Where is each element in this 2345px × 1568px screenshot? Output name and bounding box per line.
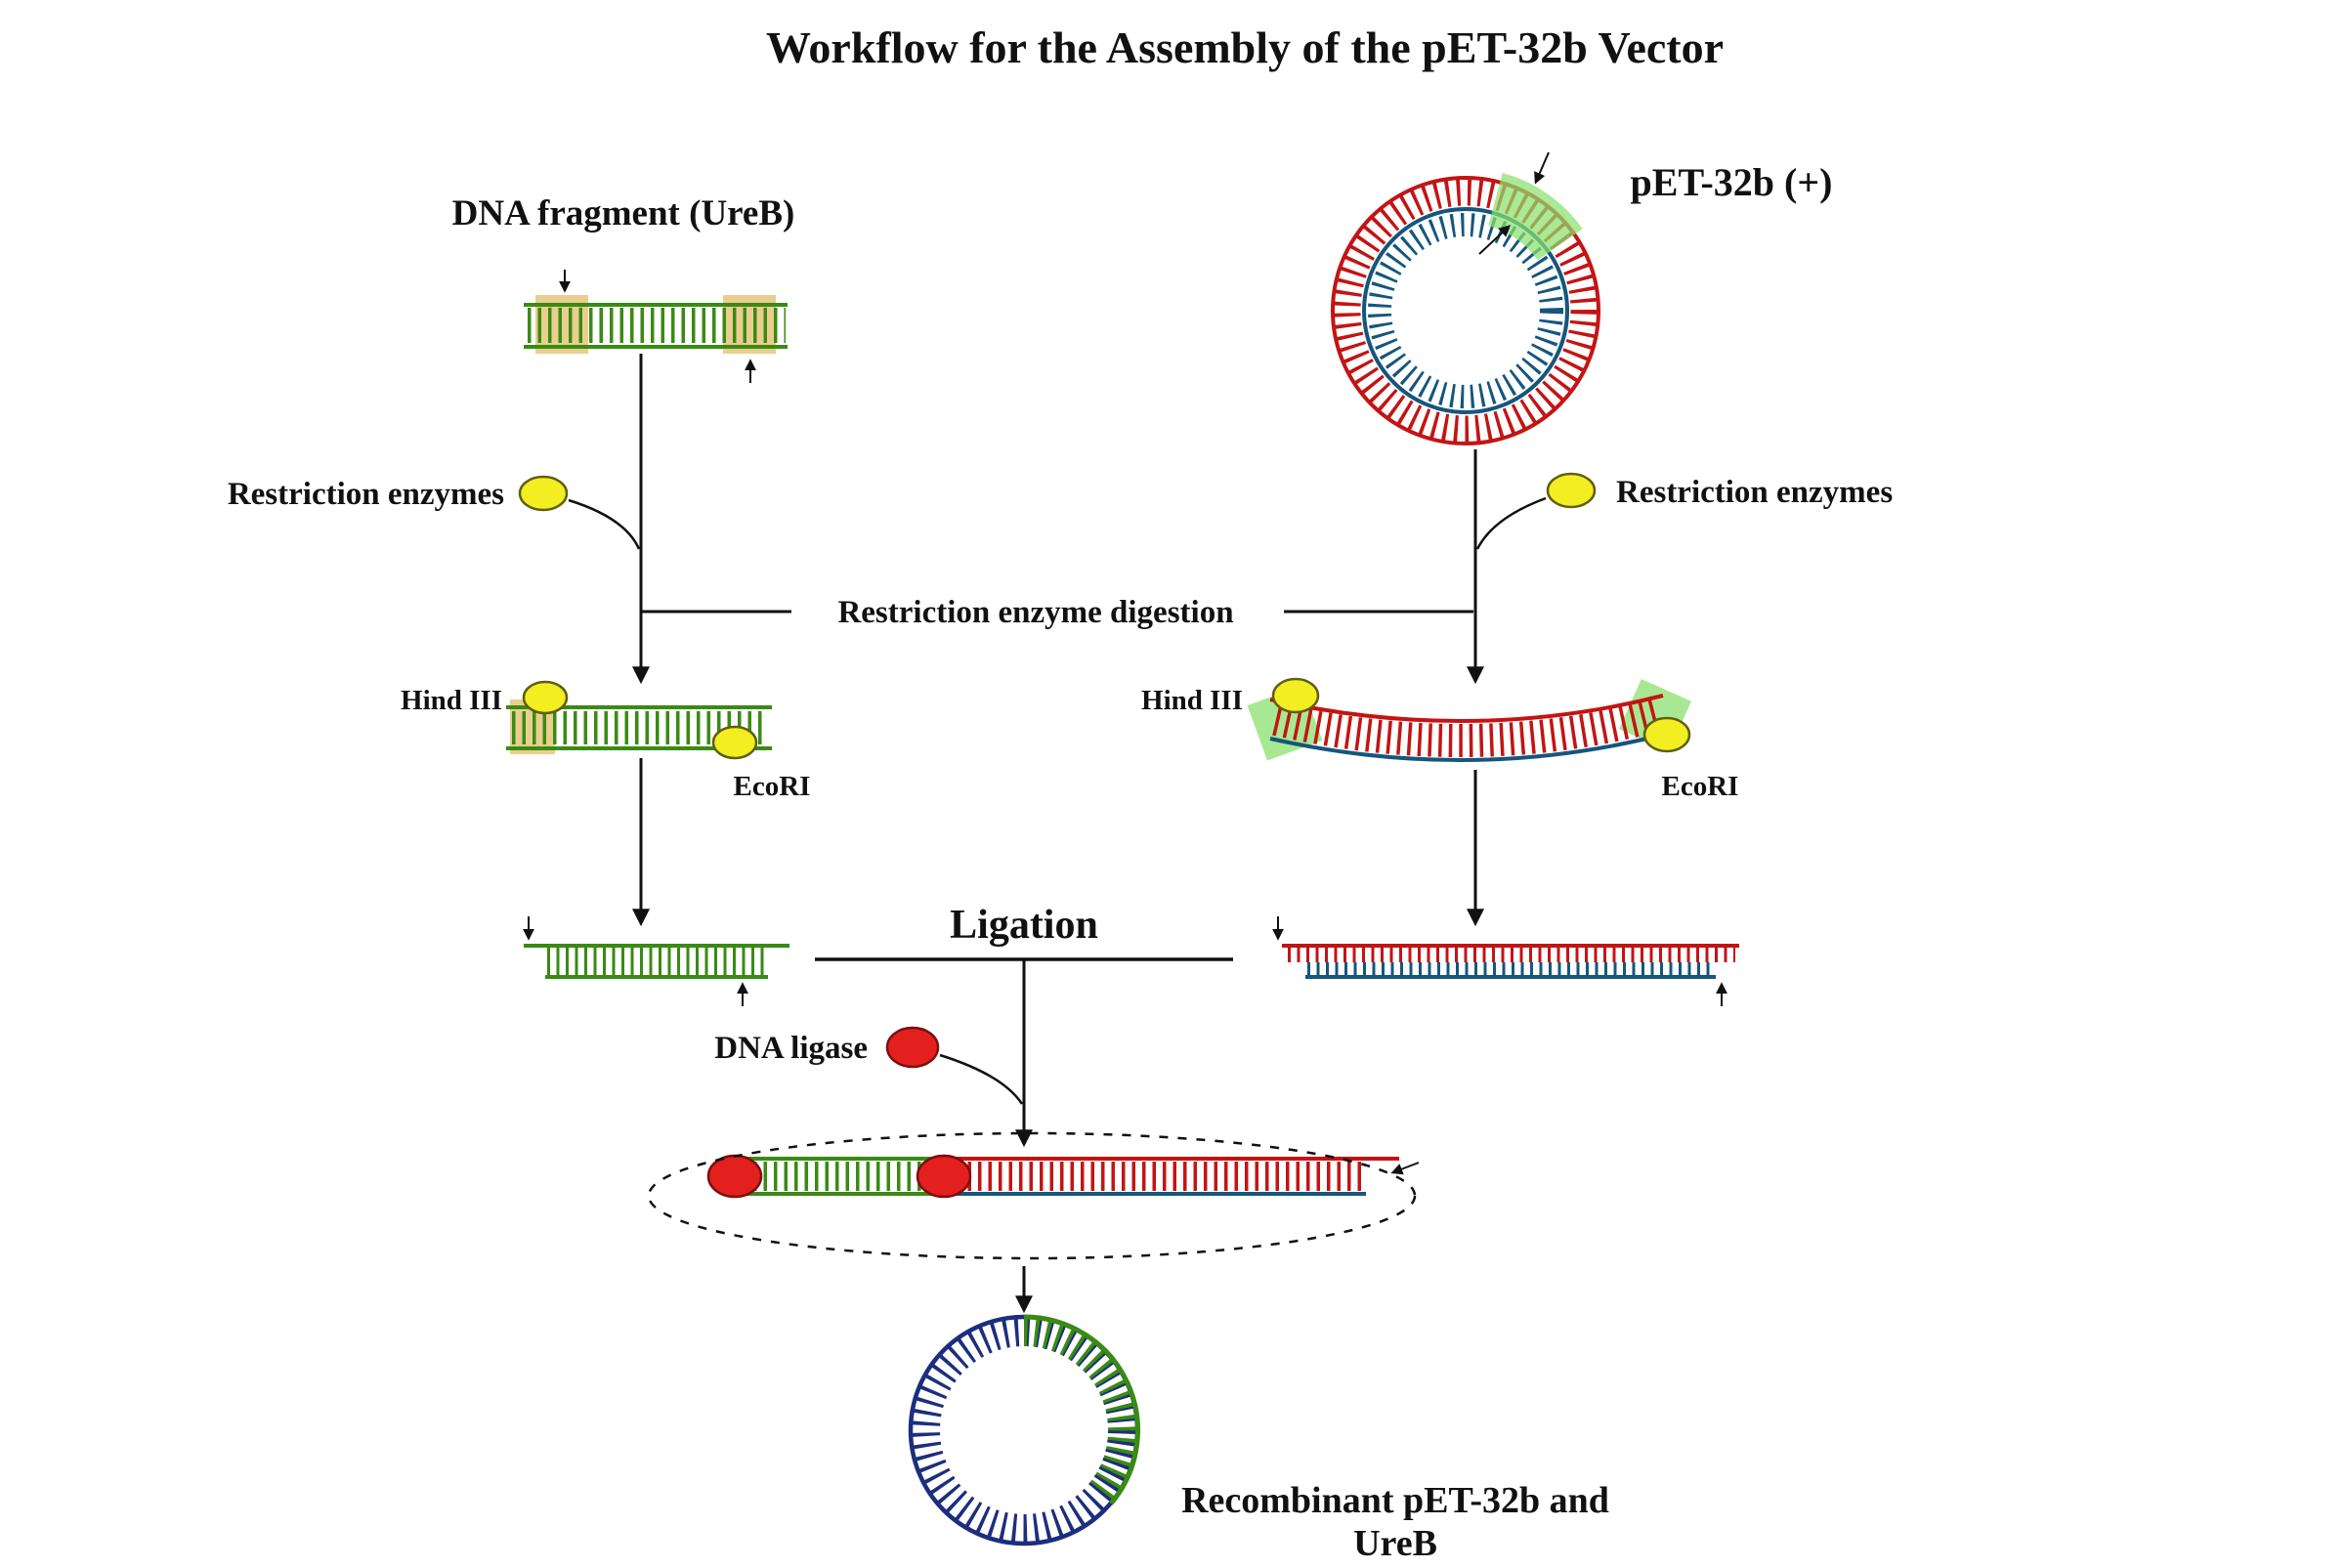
ecori-left-label: EcoRI: [734, 771, 811, 802]
pet32b-sticky-fragment: [1272, 916, 1739, 1006]
pet32b-plasmid-diagram: [1331, 151, 1600, 445]
ligase-connector: [939, 1053, 1024, 1105]
recombinant-plasmid-diagram: [908, 1314, 1140, 1547]
dna-strand-top: [1269, 694, 1664, 724]
ureb-digested-diagram: [506, 680, 772, 760]
ureb-fragment-diagram: [524, 270, 788, 383]
restriction-enzyme-icon: [1642, 716, 1691, 753]
restriction-enzymes-right-label: Restriction enzymes: [1616, 475, 1893, 510]
plasmid-inner-rungs: [1368, 213, 1563, 408]
ureb-sticky-fragment: [523, 916, 789, 1006]
cut-site-arrow: [1534, 151, 1550, 185]
circularization-arrow: [1390, 1162, 1420, 1175]
dna-ligase-label: DNA ligase: [714, 1031, 868, 1066]
digestion-label: Restriction enzyme digestion: [837, 595, 1233, 630]
ligation-label: Ligation: [950, 903, 1098, 948]
hind3-right-label: Hind III: [1141, 685, 1243, 716]
dna-rungs: [1272, 699, 1662, 757]
plasmid-outer-rungs: [1334, 179, 1598, 443]
dna-ligase-icon: [706, 1154, 763, 1199]
dna-strand-bottom: [1269, 733, 1664, 763]
ureb-fragment-label: DNA fragment (UreB): [452, 193, 795, 233]
pet32b-label: pET-32b (+): [1631, 160, 1833, 204]
restriction-enzyme-icon: [522, 680, 569, 715]
dna-ligase-icon: [885, 1026, 940, 1069]
pet32b-digested-diagram: [1247, 677, 1691, 763]
plasmid-inner-strand: [1362, 207, 1569, 414]
ureb-insert-rungs: [1023, 1318, 1136, 1502]
ecori-right-label: EcoRI: [1662, 771, 1739, 802]
restriction-enzyme-icon: [1271, 677, 1320, 714]
diagram-title: Workflow for the Assembly of the pET-32b…: [766, 22, 1724, 72]
cut-site-arrow: [1478, 225, 1512, 255]
restriction-enzyme-icon: [1546, 472, 1597, 509]
enzyme-connector-right: [1475, 496, 1547, 550]
circularization-dashed-ellipse: [647, 1131, 1417, 1260]
ureb-insert-strand: [1023, 1314, 1140, 1505]
enzyme-connector-left: [568, 498, 641, 550]
plasmid-outer-strand: [1331, 176, 1600, 445]
restriction-enzyme-icon: [518, 475, 569, 512]
hind3-left-label: Hind III: [401, 685, 502, 716]
dna-ligase-icon: [916, 1154, 972, 1199]
restriction-enzyme-icon: [711, 725, 758, 760]
result-label-line1: Recombinant pET-32b and: [1181, 1480, 1609, 1521]
mcs-green-segment: [1487, 172, 1583, 262]
restriction-enzymes-left-label: Restriction enzymes: [228, 477, 504, 512]
result-label-line2: UreB: [1353, 1523, 1437, 1563]
ligated-construct-diagram: [647, 1131, 1420, 1260]
